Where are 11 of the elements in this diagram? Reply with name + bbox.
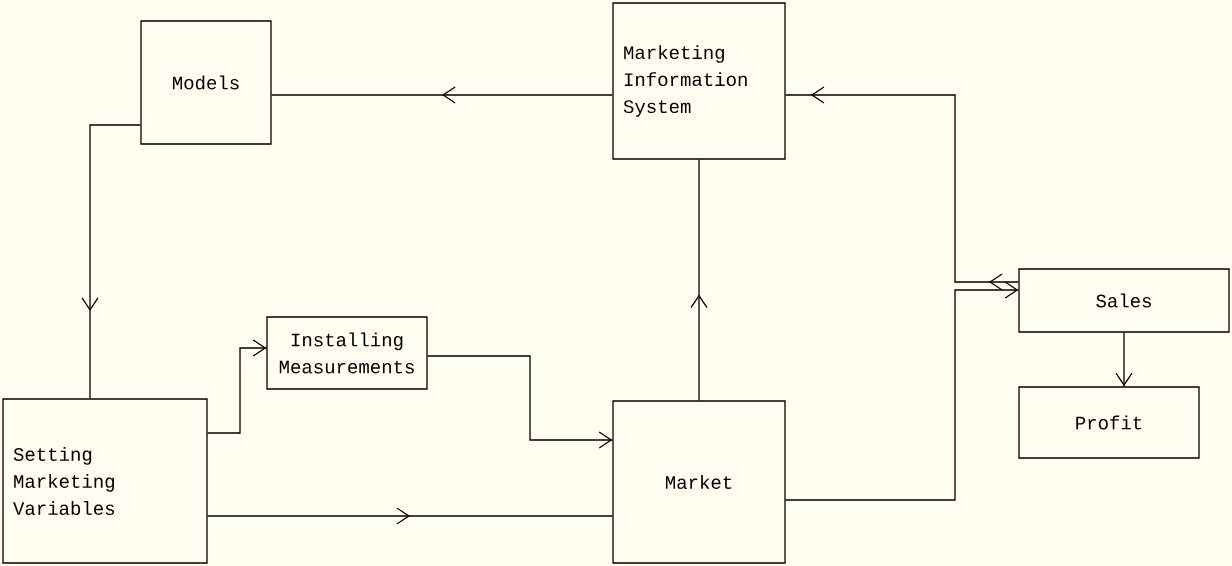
process-box: Profit xyxy=(1018,386,1200,459)
arrow xyxy=(207,339,267,434)
arrow xyxy=(1115,332,1133,387)
process-box: Sales xyxy=(1018,268,1230,333)
arrow xyxy=(785,281,1019,501)
arrow xyxy=(427,355,613,449)
process-box: Marketing Information System xyxy=(612,2,786,160)
process-box: Market xyxy=(612,400,786,564)
process-box: Installing Measurements xyxy=(266,316,428,390)
process-box: Models xyxy=(140,20,272,145)
process-box: Setting Marketing Variables xyxy=(2,398,208,564)
